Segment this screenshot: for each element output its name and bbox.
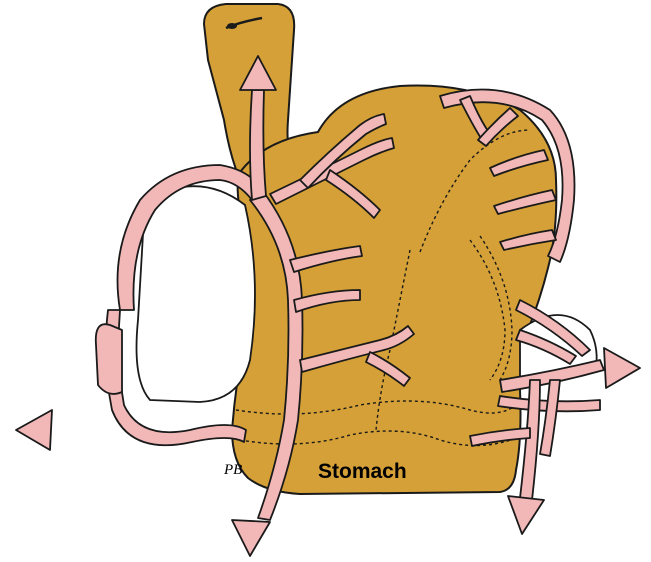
esophageal-branch xyxy=(250,90,266,200)
omentum-left xyxy=(137,186,255,402)
esophagus-opening xyxy=(227,23,237,29)
right-branch-down-2 xyxy=(540,380,560,456)
organ-label: Stomach xyxy=(318,460,407,483)
artist-signature: PB xyxy=(223,462,242,478)
arrowhead-icon xyxy=(508,496,544,534)
right-branch-down xyxy=(520,380,540,500)
arrowhead-icon xyxy=(16,410,52,450)
arrowhead-icon xyxy=(232,520,270,556)
left-side-bulge xyxy=(96,324,122,394)
arrowhead-icon xyxy=(604,348,640,388)
